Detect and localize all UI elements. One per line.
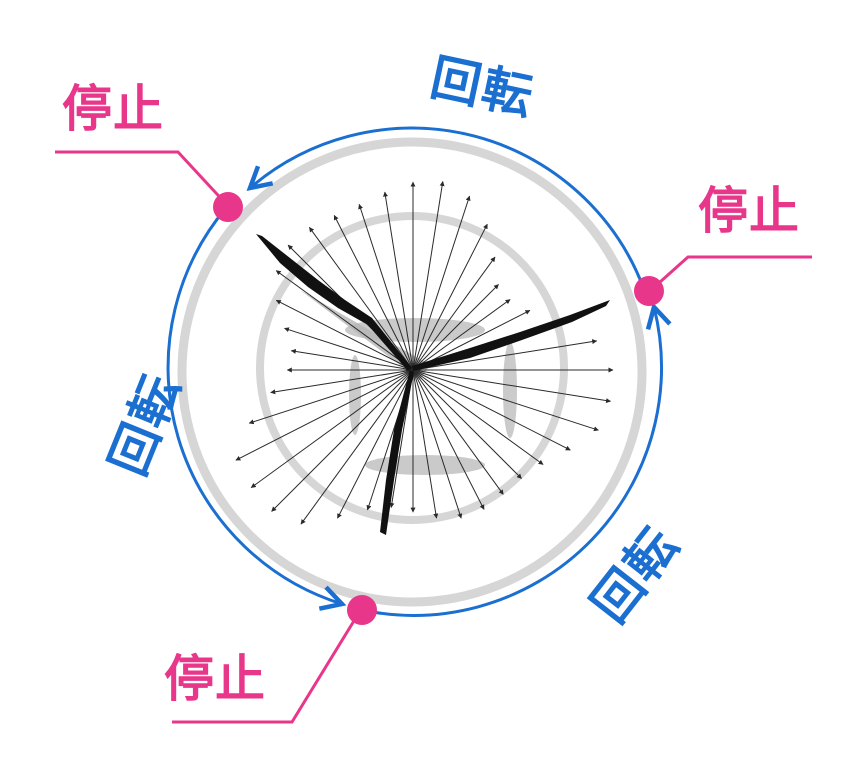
stop-label-top-left: 停止: [62, 80, 164, 138]
radial-ray: [412, 369, 522, 479]
radial-ray: [412, 369, 504, 495]
radial-ray: [412, 369, 463, 519]
radial-ray: [412, 369, 571, 451]
radial-ray: [412, 339, 598, 371]
outer-gray-ring: [177, 137, 647, 607]
radial-ray: [358, 203, 414, 371]
radial-ray: [300, 369, 414, 525]
radial-arrow-rays: [235, 181, 614, 525]
radial-ray: [290, 348, 414, 371]
rotation-arc-top: [250, 126, 647, 293]
radial-ray: [270, 369, 414, 395]
stop-marker-bottom: [172, 595, 377, 724]
radial-ray: [235, 369, 414, 461]
rotate-label-left: 回転: [99, 365, 192, 483]
radial-ray: [412, 284, 499, 371]
radial-ray: [337, 369, 414, 519]
radial-ray: [412, 195, 471, 371]
radial-ray: [250, 369, 414, 489]
radial-ray: [271, 369, 414, 512]
radial-ray: [412, 369, 544, 465]
stop-label-right: 停止: [698, 182, 800, 240]
blade-lower: [380, 370, 414, 535]
stop-label-bottom: 停止: [164, 650, 266, 708]
radial-ray: [412, 256, 496, 371]
inner-gray-ring: [256, 212, 568, 524]
rotation-arc-right: [361, 307, 661, 617]
radial-ray: [308, 226, 414, 371]
radial-ray: [333, 214, 414, 371]
stop-marker-right: [634, 255, 812, 306]
radial-ray: [412, 369, 599, 432]
radial-ray: [248, 369, 414, 425]
radial-ray: [412, 181, 445, 371]
radial-ray: [412, 369, 439, 519]
rotate-label-top: 回転: [426, 48, 540, 126]
radial-ray: [412, 223, 488, 371]
rotation-arc-left: [166, 207, 342, 604]
radial-ray: [412, 369, 611, 404]
propeller-blades: [256, 234, 610, 535]
radial-ray: [383, 191, 414, 371]
radial-ray: [275, 299, 414, 371]
radial-ray: [412, 369, 485, 510]
blade-upper-left: [256, 234, 412, 371]
radial-ray: [412, 299, 511, 371]
stop-marker-top-left: [55, 150, 243, 222]
blade-right: [412, 300, 610, 371]
radial-ray: [275, 270, 414, 371]
radial-ray: [284, 327, 414, 371]
